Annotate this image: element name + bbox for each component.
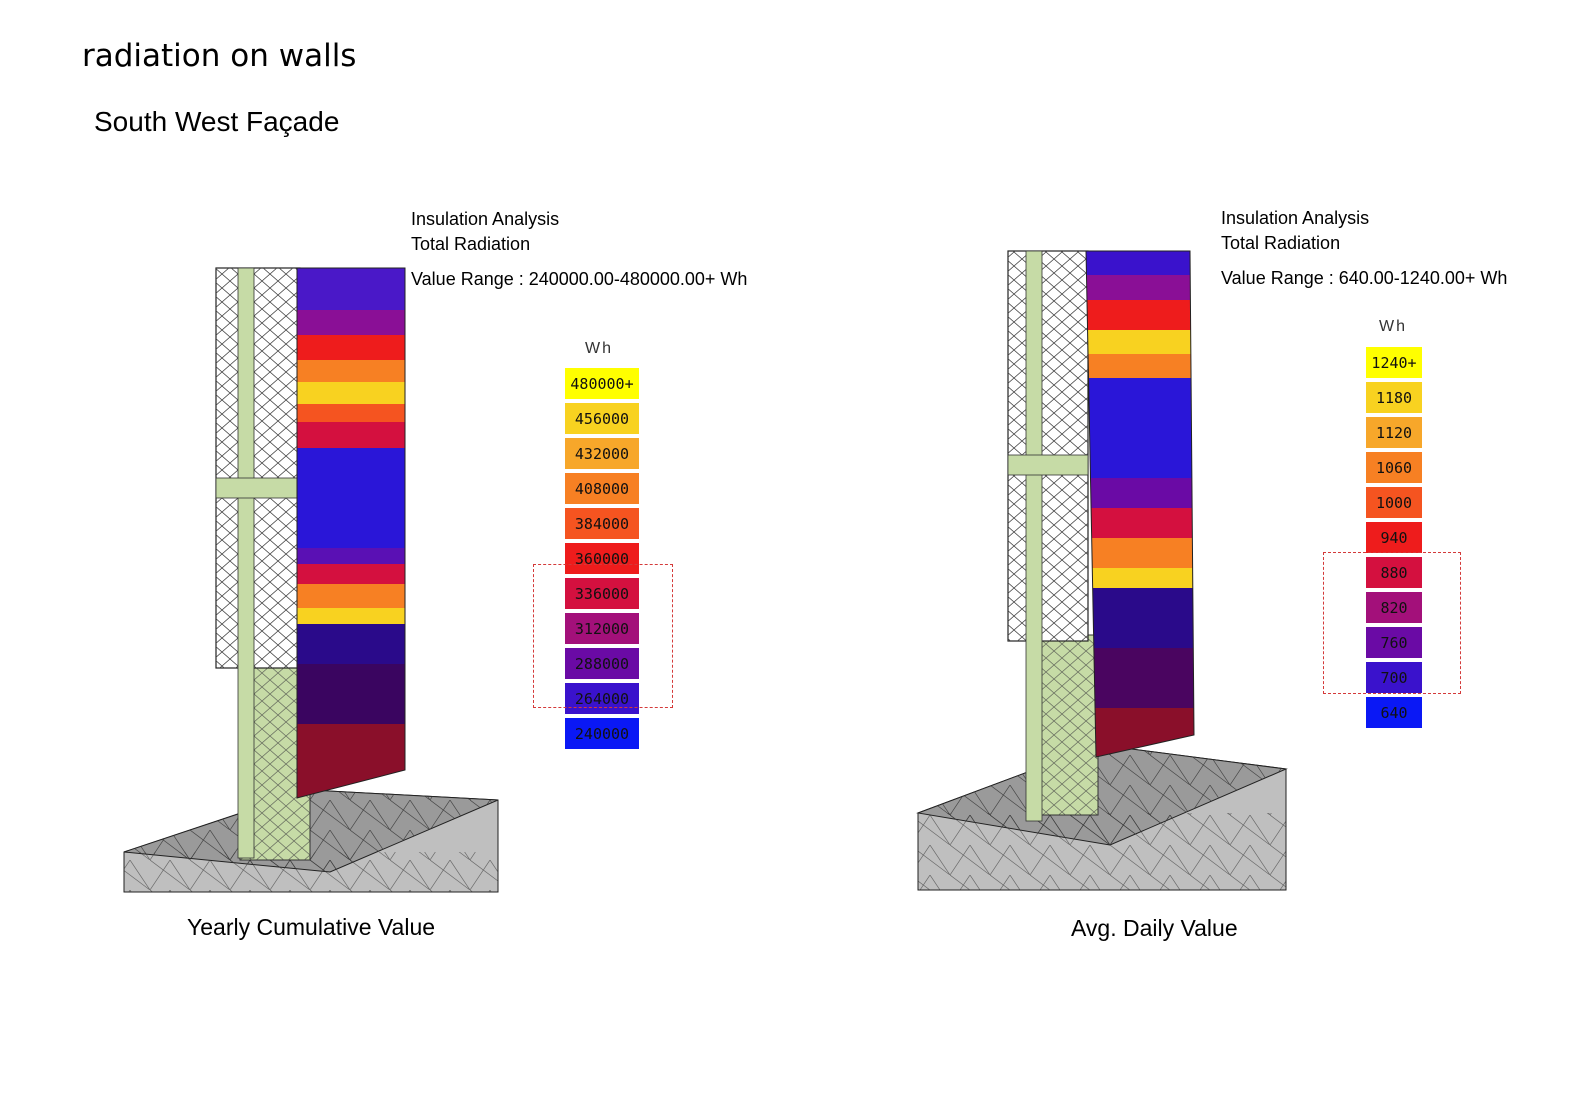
legend-unit: Wh <box>1379 318 1407 335</box>
tower-model-icon <box>123 267 499 893</box>
panel-caption: Avg. Daily Value <box>1071 915 1238 941</box>
color-legend-daily: 1240+ 1180 1120 1060 1000 940 880 820 760 700 640 <box>1366 347 1422 732</box>
tower-model-icon <box>916 250 1288 891</box>
legend-item: 408000 <box>565 473 639 504</box>
legend-item: 820 <box>1366 592 1422 623</box>
legend-item: 1120 <box>1366 417 1422 448</box>
legend-item: 456000 <box>565 403 639 434</box>
legend-item: 1180 <box>1366 382 1422 413</box>
legend-item: 240000 <box>565 718 639 749</box>
legend-item: 384000 <box>565 508 639 539</box>
analysis-info-yearly: Insulation Analysis Total Radiation Valu… <box>411 207 747 292</box>
value-range: Value Range : 640.00-1240.00+ Wh <box>1221 268 1508 288</box>
legend-item: 640 <box>1366 697 1422 728</box>
analysis-metric: Total Radiation <box>411 234 531 254</box>
legend-item: 288000 <box>565 648 639 679</box>
legend-item: 312000 <box>565 613 639 644</box>
analysis-info-daily: Insulation Analysis Total Radiation Valu… <box>1221 206 1507 291</box>
legend-item: 480000+ <box>565 368 639 399</box>
legend-item: 940 <box>1366 522 1422 553</box>
highlight-box <box>1323 552 1461 694</box>
panel-daily: Insulation Analysis Total Radiation Valu… <box>800 0 1587 1000</box>
panel-yearly: Insulation Analysis Total Radiation Valu… <box>0 0 800 1000</box>
legend-item: 432000 <box>565 438 639 469</box>
legend-item: 1240+ <box>1366 347 1422 378</box>
legend-item: 1000 <box>1366 487 1422 518</box>
legend-item: 880 <box>1366 557 1422 588</box>
color-legend-yearly: 480000+ 456000 432000 408000 384000 360000 336… <box>565 368 639 753</box>
legend-item: 360000 <box>565 543 639 574</box>
analysis-title: Insulation Analysis <box>411 209 560 229</box>
panel-caption: Yearly Cumulative Value <box>187 914 436 940</box>
highlight-box <box>533 564 673 708</box>
legend-item: 1060 <box>1366 452 1422 483</box>
value-range: Value Range : 240000.00-480000.00+ Wh <box>411 269 748 289</box>
analysis-title: Insulation Analysis <box>1221 208 1370 228</box>
page-subtitle: South West Façade <box>94 106 340 137</box>
legend-item: 336000 <box>565 578 639 609</box>
page-title: radiation on walls <box>82 38 357 74</box>
legend-item: 700 <box>1366 662 1422 693</box>
analysis-metric: Total Radiation <box>1221 233 1341 253</box>
legend-item: 264000 <box>565 683 639 714</box>
legend-unit: Wh <box>585 340 613 357</box>
legend-item: 760 <box>1366 627 1422 658</box>
